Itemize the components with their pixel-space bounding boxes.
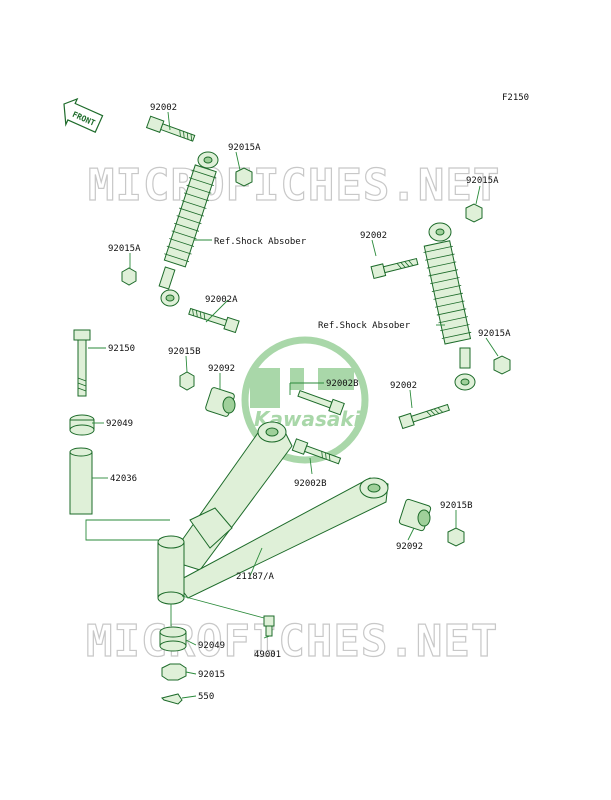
- callout-92092-upper: 92092: [208, 364, 235, 374]
- left-shock-absorber: [121, 115, 253, 334]
- callout-92002-top: 92002: [150, 103, 177, 113]
- callout-92002b-upper: 92002B: [326, 379, 359, 389]
- callout-49001: 49001: [254, 650, 281, 660]
- bottom-parts: [159, 615, 275, 705]
- leader-lines: [85, 111, 499, 699]
- front-arrow-icon: FRONT: [63, 97, 104, 133]
- kingpin-parts: [69, 329, 95, 515]
- callout-92049-upper: 92049: [106, 419, 133, 429]
- callout-92015a-top-left: 92015A: [228, 143, 261, 153]
- callout-92015b-upper: 92015B: [168, 347, 201, 357]
- callout-92015a-right: 92015A: [478, 329, 511, 339]
- callout-shock-right: Ref.Shock Absober: [318, 321, 411, 331]
- callout-92015b-lower: 92015B: [440, 501, 473, 511]
- callout-92002-right-top: 92002: [360, 231, 387, 241]
- callout-92002b-lower: 92002B: [294, 479, 327, 489]
- watermark-bottom: MICROFICHES.NET: [86, 616, 498, 667]
- callout-92092-lower: 92092: [396, 542, 423, 552]
- diagram-code: F2150: [502, 93, 529, 103]
- right-shock-absorber: [370, 203, 511, 430]
- lower-bushings: [398, 498, 465, 547]
- callout-42036: 42036: [110, 474, 137, 484]
- watermark-top: MICROFICHES.NET: [88, 160, 500, 211]
- callout-92015: 92015: [198, 670, 225, 680]
- callout-92002-right-lower: 92002: [390, 381, 417, 391]
- callout-92015a-top-right: 92015A: [466, 176, 499, 186]
- callout-92049-lower: 92049: [198, 641, 225, 651]
- callout-92002a: 92002A: [205, 295, 238, 305]
- callout-21187a: 21187/A: [236, 572, 275, 582]
- callout-shock-left: Ref.Shock Absober: [214, 237, 307, 247]
- callouts: 92002 92015A 92015A Ref.Shock Absober 92…: [106, 103, 511, 702]
- upper-bushings: [179, 371, 345, 465]
- callout-92015a-left: 92015A: [108, 244, 141, 254]
- callout-550: 550: [198, 692, 214, 702]
- callout-92150: 92150: [108, 344, 135, 354]
